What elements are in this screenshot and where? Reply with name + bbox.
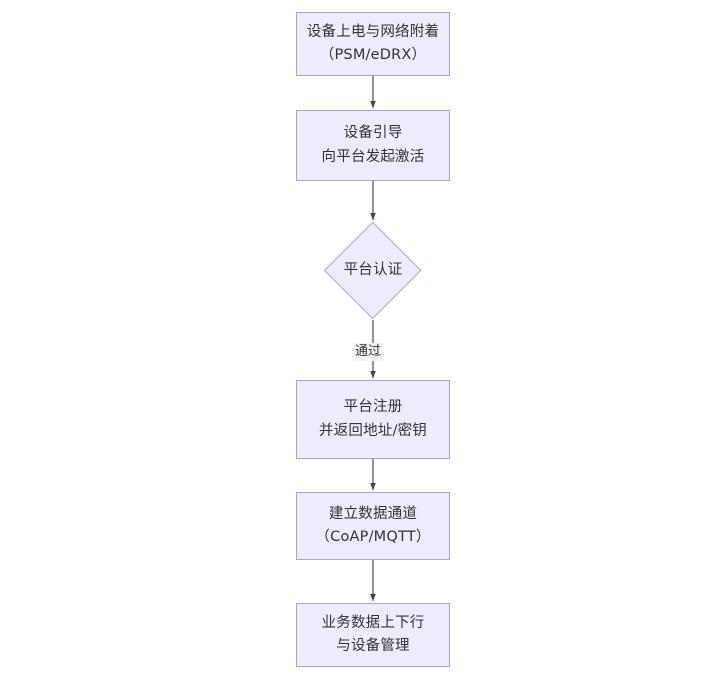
node-device-bootstrap-line-2: 向平台发起激活 xyxy=(321,148,425,165)
node-establish-data-channel[interactable]: 建立数据通道 （CoAP/MQTT） xyxy=(296,492,450,560)
node-platform-authentication-label: 平台认证 xyxy=(343,262,403,279)
node-device-bootstrap[interactable]: 设备引导 向平台发起激活 xyxy=(296,110,450,181)
node-business-data-line-2: 与设备管理 xyxy=(336,638,410,654)
node-business-data-and-device-management[interactable]: 业务数据上下行 与设备管理 xyxy=(296,603,450,667)
node-device-power-on-line-2: （PSM/eDRX） xyxy=(319,47,427,63)
edge-label-authentication-pass: 通过 xyxy=(353,343,384,362)
node-platform-registration-line-2: 并返回地址/密钥 xyxy=(319,422,427,439)
node-platform-registration[interactable]: 平台注册 并返回地址/密钥 xyxy=(296,380,450,459)
node-establish-data-channel-line-2: （CoAP/MQTT） xyxy=(315,529,431,545)
node-device-power-on[interactable]: 设备上电与网络附着 （PSM/eDRX） xyxy=(296,12,450,76)
node-business-data-line-1: 业务数据上下行 xyxy=(321,614,425,631)
node-establish-data-channel-line-1: 建立数据通道 xyxy=(328,505,418,522)
node-device-bootstrap-line-1: 设备引导 xyxy=(343,125,403,142)
node-device-power-on-line-1: 设备上电与网络附着 xyxy=(306,23,440,40)
node-platform-registration-line-1: 平台注册 xyxy=(343,399,403,416)
node-platform-authentication-decision[interactable]: 平台认证 xyxy=(324,222,423,321)
